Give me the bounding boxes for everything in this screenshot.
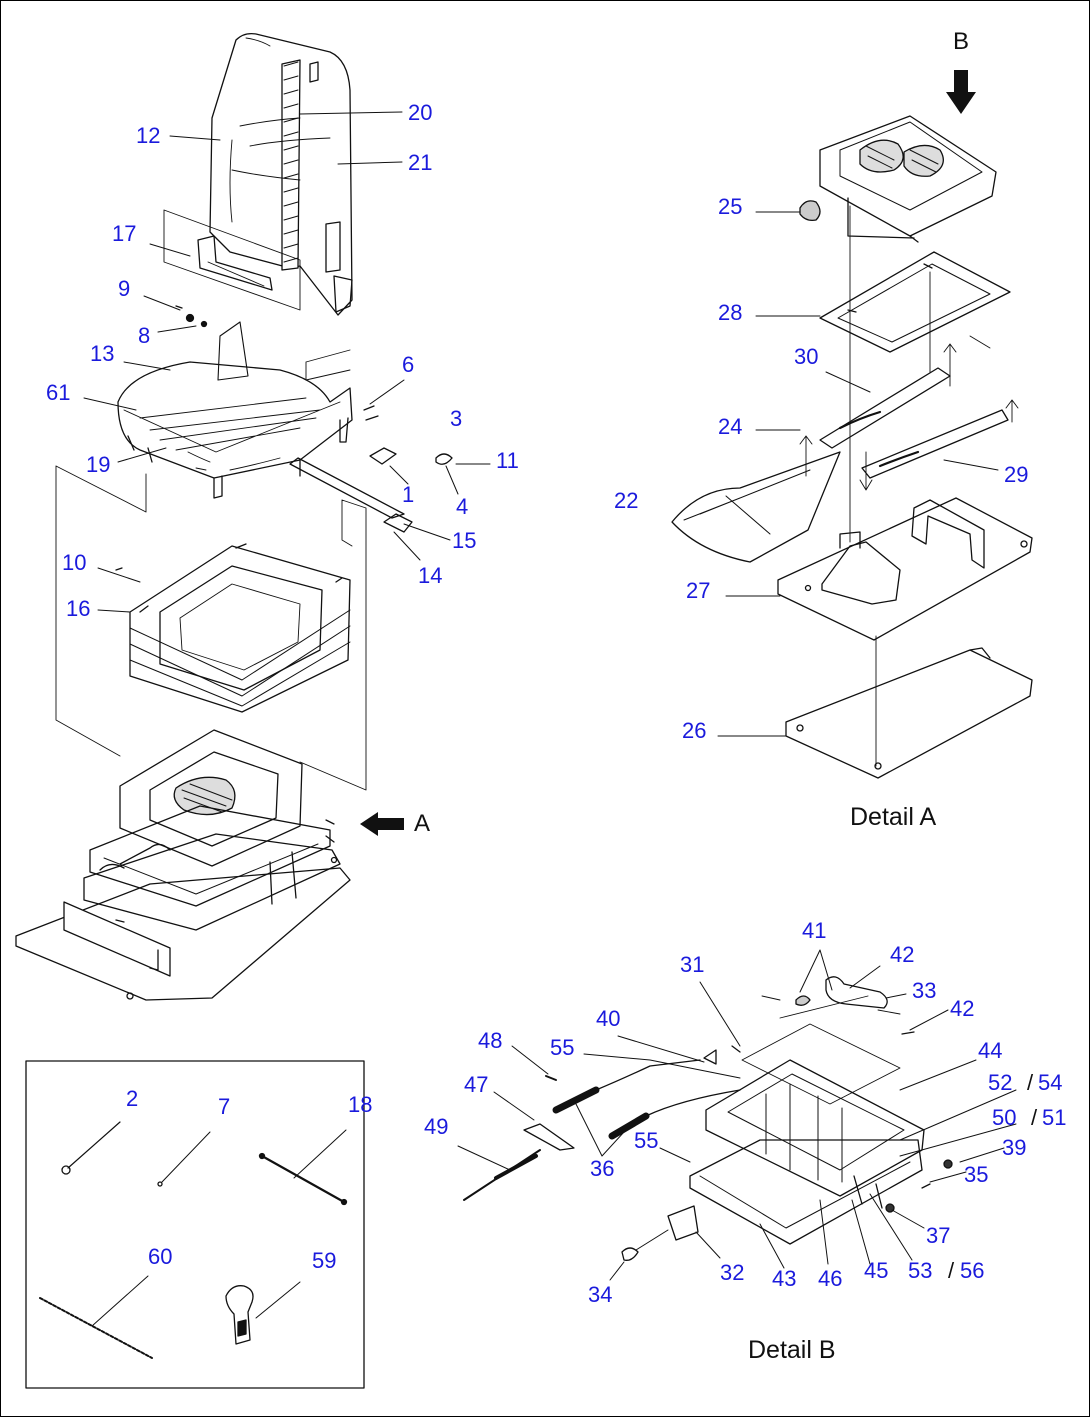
view-arrow-b (946, 70, 976, 114)
part-label-55-lower: 55 (634, 1128, 659, 1153)
part-label-7: 7 (218, 1094, 231, 1119)
assembly-guide-lines (55, 209, 367, 791)
part-label-33: 33 (912, 978, 937, 1003)
part-label-18: 18 (348, 1092, 373, 1117)
part-label-43: 43 (772, 1266, 797, 1291)
seat-backrest (209, 32, 353, 316)
part-label-9: 9 (118, 276, 131, 301)
part-label-39: 39 (1002, 1135, 1027, 1160)
part-label-45: 45 (864, 1258, 889, 1283)
part-label-54: 54 (1038, 1070, 1063, 1095)
base-plate-26 (785, 647, 1033, 779)
part-label-27: 27 (686, 578, 711, 603)
part-label-22: 22 (614, 488, 639, 513)
adjustment-rod-15 (289, 405, 453, 533)
view-arrow-a (360, 812, 404, 836)
separator-53-56: / (948, 1258, 955, 1283)
part-label-2: 2 (126, 1086, 139, 1111)
slide-rail-assembly (799, 115, 997, 243)
slide-adjuster-assembly (689, 976, 953, 1245)
part-label-15: 15 (452, 528, 477, 553)
part-label-42-upper: 42 (890, 942, 915, 967)
part-label-13: 13 (90, 341, 115, 366)
part-label-3: 3 (450, 406, 463, 431)
part-label-52: 52 (988, 1070, 1013, 1095)
leader-lines-detail-a (717, 211, 999, 737)
part-label-24: 24 (718, 414, 743, 439)
leader-lines-main (83, 111, 491, 613)
part-label-44: 44 (978, 1038, 1003, 1063)
view-marker-b: B (953, 28, 970, 55)
part-label-35: 35 (964, 1162, 989, 1187)
base-plate-27 (777, 497, 1033, 641)
part-label-56: 56 (960, 1258, 985, 1283)
service-parts-inset (25, 1060, 365, 1389)
bracket-32-stopper-34 (621, 1205, 699, 1261)
separator-50-51: / (1031, 1105, 1038, 1130)
part-label-55-upper: 55 (550, 1035, 575, 1060)
part-label-1: 1 (402, 482, 415, 507)
part-label-29: 29 (1004, 462, 1029, 487)
part-label-26: 26 (682, 718, 707, 743)
part-label-47: 47 (464, 1072, 489, 1097)
part-label-6: 6 (402, 352, 415, 377)
part-label-42-lower: 42 (950, 996, 975, 1021)
leader-lines-detail-b (457, 949, 1017, 1281)
part-label-53: 53 (908, 1258, 933, 1283)
part-label-12: 12 (136, 123, 161, 148)
view-marker-a: A (414, 810, 431, 837)
part-label-59: 59 (312, 1248, 337, 1273)
part-label-49: 49 (424, 1114, 449, 1139)
part-label-51: 51 (1042, 1105, 1067, 1130)
mounting-frame-28 (819, 251, 1011, 353)
part-label-37: 37 (926, 1223, 951, 1248)
suspension-bellows (115, 543, 351, 713)
part-label-21: 21 (408, 150, 433, 175)
part-label-10: 10 (62, 550, 87, 575)
part-label-34: 34 (588, 1282, 613, 1307)
part-label-14: 14 (418, 563, 443, 588)
seat-cushion (117, 305, 353, 499)
part-label-8: 8 (138, 323, 151, 348)
rails-24-29-30 (671, 367, 1009, 563)
part-label-50: 50 (992, 1105, 1017, 1130)
part-label-36: 36 (590, 1156, 615, 1181)
seat-base-mechanism (15, 729, 351, 1001)
part-label-48: 48 (478, 1028, 503, 1053)
part-label-19: 19 (86, 452, 111, 477)
springs-and-rod (463, 1049, 741, 1201)
detail-a-guide-lines (799, 205, 1019, 767)
part-label-16: 16 (66, 596, 91, 621)
part-label-40: 40 (596, 1006, 621, 1031)
detail-b-caption: Detail B (748, 1336, 836, 1364)
part-label-20: 20 (408, 100, 433, 125)
part-label-31: 31 (680, 952, 705, 977)
part-label-41: 41 (802, 918, 827, 943)
part-label-30: 30 (794, 344, 819, 369)
detail-a-caption: Detail A (850, 803, 937, 831)
part-label-61: 61 (46, 380, 71, 405)
separator-52-54: / (1027, 1070, 1034, 1095)
part-label-25: 25 (718, 194, 743, 219)
part-label-46: 46 (818, 1266, 843, 1291)
part-label-60: 60 (148, 1244, 173, 1269)
part-label-32: 32 (720, 1260, 745, 1285)
part-label-28: 28 (718, 300, 743, 325)
part-label-4: 4 (456, 494, 469, 519)
part-label-11: 11 (496, 448, 519, 473)
backrest-bracket-17 (197, 235, 273, 291)
part-label-17: 17 (112, 221, 137, 246)
